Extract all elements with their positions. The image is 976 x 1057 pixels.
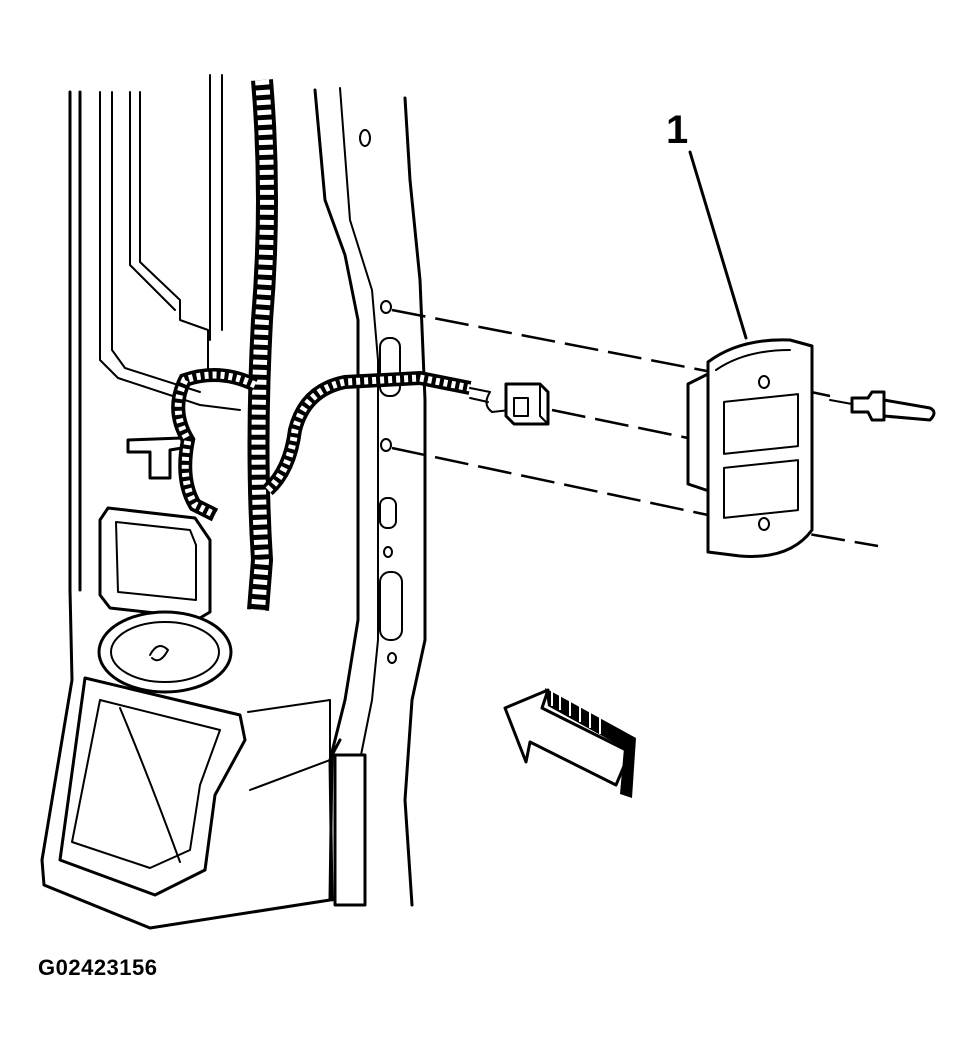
alignment-lines [391,308,879,548]
mounting-holes [359,129,403,664]
callout-leader-line [688,150,748,340]
wiring-harness-conduit [171,79,511,611]
door-pillar-body [40,74,427,930]
callout-label: 1 [666,108,689,152]
figure-id: G02423156 [38,955,158,980]
harness-connector [504,382,550,426]
bolt-icon [829,390,936,422]
switch-assembly-icon [686,338,814,558]
view-direction-arrow-icon [503,688,636,798]
